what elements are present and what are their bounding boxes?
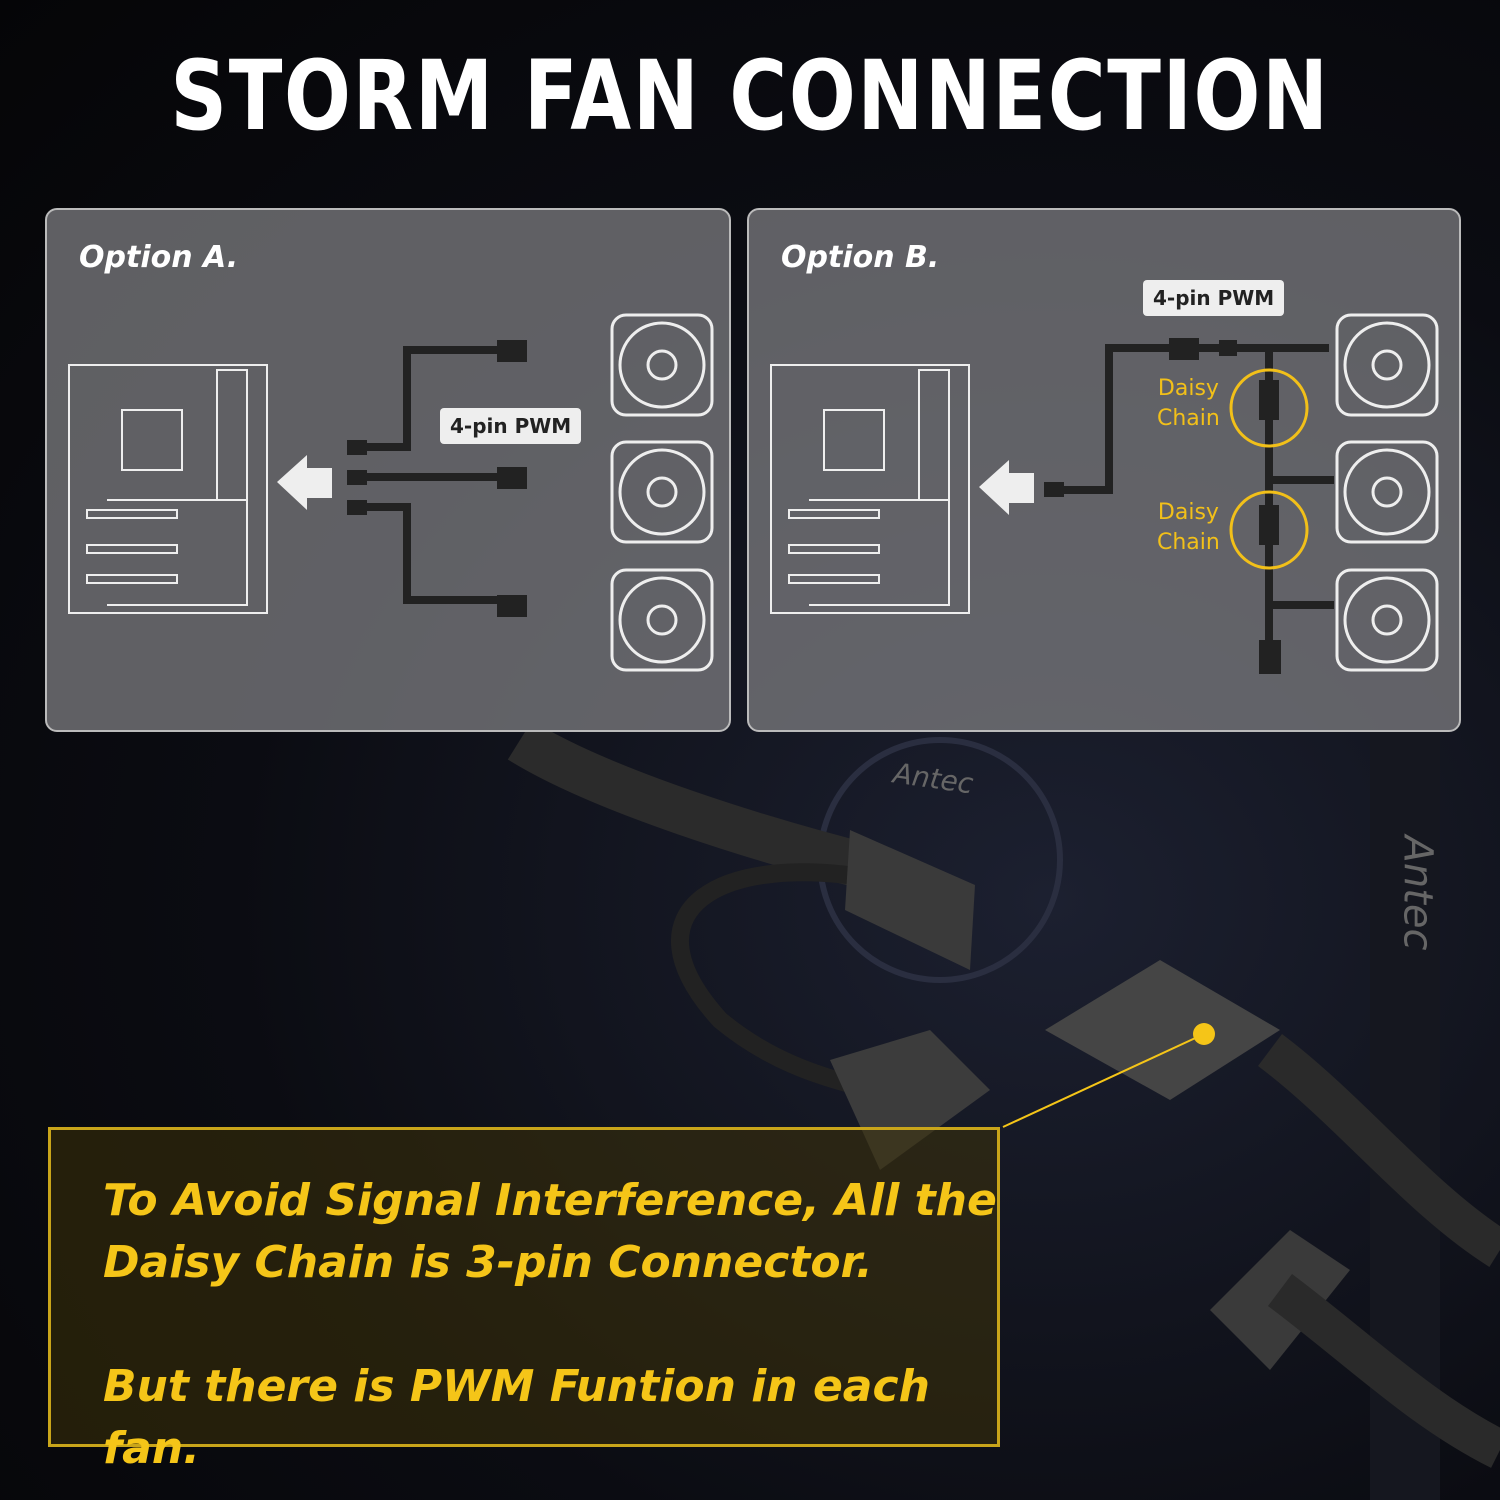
braided-cable-right: [1267, 1274, 1500, 1468]
callout-box: To Avoid Signal Interference, All the Da…: [48, 1127, 1000, 1474]
pwm-tag-b: 4-pin PWM: [1143, 280, 1285, 316]
braided-cable: [507, 730, 886, 893]
wire-bundle-right: [1257, 1034, 1500, 1267]
fan-icons: [610, 313, 714, 672]
motherboard-icon: [770, 364, 970, 614]
option-b-label: Option B.: [781, 240, 940, 275]
daisy-chain-label-1: Daisy Chain: [1157, 376, 1220, 431]
cables: [357, 346, 517, 604]
connectors: [1044, 338, 1281, 674]
callout-line-1: To Avoid Signal Interference, All the: [103, 1175, 997, 1226]
pwm-tag-a: 4-pin PWM: [440, 408, 582, 444]
option-b-diagram: [770, 313, 1439, 674]
connectors: [347, 340, 527, 617]
cable-photo: [507, 730, 1500, 1500]
3pin-connector-female: [845, 830, 975, 970]
daisy-chain-label-2: Daisy Chain: [1157, 500, 1220, 555]
fan-icons: [1335, 313, 1439, 672]
option-a-panel: Option A. 4-pin PWM: [45, 208, 731, 732]
motherboard-icon: [68, 364, 268, 614]
page-title: STORM FAN CONNECTION: [170, 40, 1330, 152]
callout-line-3: But there is PWM Funtion in each fan.: [103, 1361, 930, 1474]
arrow-left-icon: [277, 455, 332, 510]
arrow-left-icon: [979, 460, 1034, 515]
callout-line: [1002, 1033, 1205, 1128]
antec-logo-vertical: Antec: [1394, 835, 1441, 951]
option-a-diagram: [68, 313, 714, 672]
option-a-label: Option A.: [79, 240, 239, 275]
3pin-connector-male: [1045, 960, 1280, 1100]
daisy-chain-highlights: [1229, 368, 1309, 570]
callout-line-2: Daisy Chain is 3-pin Connector.: [103, 1237, 873, 1288]
option-b-panel: Option B. 4-pin PWM Daisy Chain Daisy Ch…: [747, 208, 1461, 732]
wire-bundle: [671, 863, 882, 1099]
